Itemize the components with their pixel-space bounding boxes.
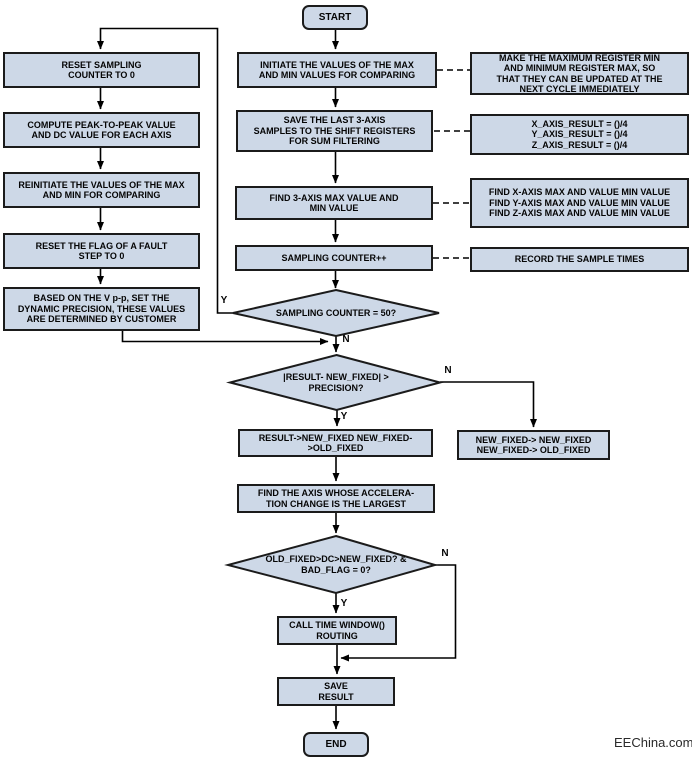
- process-set-dynamic-precision: BASED ON THE V p-p, SET THE DYNAMIC PREC…: [3, 287, 200, 331]
- process-label: FIND 3-AXIS MAX VALUE AND MIN VALUE: [269, 192, 399, 213]
- arrow-decision2-no: [440, 381, 537, 428]
- process-reset-sampling-counter: RESET SAMPLING COUNTER TO 0: [3, 52, 200, 88]
- dashed-connectors: [433, 69, 470, 259]
- arrow-precision-to-main: [121, 331, 329, 345]
- process-label: CALL TIME WINDOW() ROUTING: [289, 620, 385, 641]
- decision-label: OLD_FIXED>DC>NEW_FIXED? & BAD_FLAG = 0?: [265, 554, 407, 575]
- note-label: RECORD THE SAMPLE TIMES: [514, 254, 645, 265]
- note-find-axis-max-min: FIND X-AXIS MAX AND VALUE MIN VALUE FIND…: [470, 178, 689, 228]
- branch-label-yes: Y: [340, 598, 348, 609]
- branch-label-no: N: [342, 334, 350, 345]
- process-reinitiate-max-min: REINITIATE THE VALUES OF THE MAX AND MIN…: [3, 172, 200, 208]
- branch-label-no: N: [444, 365, 452, 376]
- process-sampling-counter-increment: SAMPLING COUNTER++: [235, 245, 433, 271]
- process-result-to-new-fixed: RESULT->NEW_FIXED NEW_FIXED- >OLD_FIXED: [238, 429, 433, 457]
- decision-label: |RESULT- NEW_FIXED| > PRECISION?: [283, 371, 389, 393]
- decision-shapes: [224, 288, 444, 595]
- process-label: NEW_FIXED-> NEW_FIXED NEW_FIXED-> OLD_FI…: [475, 434, 592, 455]
- decision-result-precision: |RESULT- NEW_FIXED| > PRECISION?: [256, 356, 416, 409]
- note-label: FIND X-AXIS MAX AND VALUE MIN VALUE FIND…: [488, 187, 671, 219]
- start-terminator: START: [302, 5, 368, 30]
- branch-label-no: N: [441, 548, 449, 559]
- process-label: BASED ON THE V p-p, SET THE DYNAMIC PREC…: [17, 293, 186, 325]
- process-label: FIND THE AXIS WHOSE ACCELERA- TION CHANG…: [257, 488, 415, 509]
- note-record-sample-times: RECORD THE SAMPLE TIMES: [470, 247, 689, 272]
- process-find-3axis-max-min: FIND 3-AXIS MAX VALUE AND MIN VALUE: [235, 186, 433, 220]
- decision-diamond-oldfixed: [224, 534, 439, 595]
- process-label: RESULT->NEW_FIXED NEW_FIXED- >OLD_FIXED: [258, 432, 413, 453]
- arrow-decision3-no-loop: [340, 564, 457, 662]
- process-label: INITIATE THE VALUES OF THE MAX AND MIN V…: [258, 59, 416, 80]
- process-label: SAMPLING COUNTER++: [281, 252, 387, 263]
- process-label: REINITIATE THE VALUES OF THE MAX AND MIN…: [18, 179, 185, 200]
- decision-label: SAMPLING COUNTER = 50?: [275, 307, 397, 318]
- process-new-fixed-assignments: NEW_FIXED-> NEW_FIXED NEW_FIXED-> OLD_FI…: [457, 430, 610, 460]
- decision-diamond-precision: [226, 353, 444, 412]
- process-label: SAVE THE LAST 3-AXIS SAMPLES TO THE SHIF…: [253, 115, 416, 147]
- note-label: MAKE THE MAXIMUM REGISTER MIN AND MINIMU…: [496, 53, 663, 94]
- start-label: START: [318, 11, 352, 23]
- solid-connectors: [97, 27, 537, 730]
- process-call-time-window: CALL TIME WINDOW() ROUTING: [277, 616, 397, 645]
- process-save-shift-registers: SAVE THE LAST 3-AXIS SAMPLES TO THE SHIF…: [236, 110, 433, 152]
- process-label: RESET THE FLAG OF A FAULT STEP TO 0: [35, 240, 168, 261]
- process-label: RESET SAMPLING COUNTER TO 0: [61, 59, 142, 80]
- decision-sampling-counter-50: SAMPLING COUNTER = 50?: [253, 292, 419, 334]
- decision-diamond-sampling: [232, 288, 440, 338]
- arrow-decision1-yes-loop: [97, 27, 233, 314]
- branch-label-yes: Y: [220, 295, 228, 306]
- process-reset-fault-flag: RESET THE FLAG OF A FAULT STEP TO 0: [3, 233, 200, 269]
- process-find-largest-acceleration-change: FIND THE AXIS WHOSE ACCELERA- TION CHANG…: [237, 484, 435, 513]
- note-axis-result-formulas: X_AXIS_RESULT = ()/4 Y_AXIS_RESULT = ()/…: [470, 114, 689, 155]
- note-label: X_AXIS_RESULT = ()/4 Y_AXIS_RESULT = ()/…: [531, 118, 628, 150]
- process-label: COMPUTE PEAK-TO-PEAK VALUE AND DC VALUE …: [27, 119, 176, 140]
- process-save-result: SAVE RESULT: [277, 677, 395, 706]
- note-make-max-register-min: MAKE THE MAXIMUM REGISTER MIN AND MINIMU…: [470, 52, 689, 95]
- end-terminator: END: [303, 732, 369, 757]
- decision-old-fixed-bad-flag: OLD_FIXED>DC>NEW_FIXED? & BAD_FLAG = 0?: [248, 542, 424, 588]
- process-compute-peak-to-peak: COMPUTE PEAK-TO-PEAK VALUE AND DC VALUE …: [3, 112, 200, 148]
- process-initiate-max-min: INITIATE THE VALUES OF THE MAX AND MIN V…: [237, 52, 437, 88]
- branch-label-yes: Y: [340, 411, 348, 422]
- process-label: SAVE RESULT: [318, 681, 354, 702]
- watermark-text: EEChina.com: [614, 735, 692, 750]
- end-label: END: [325, 738, 347, 750]
